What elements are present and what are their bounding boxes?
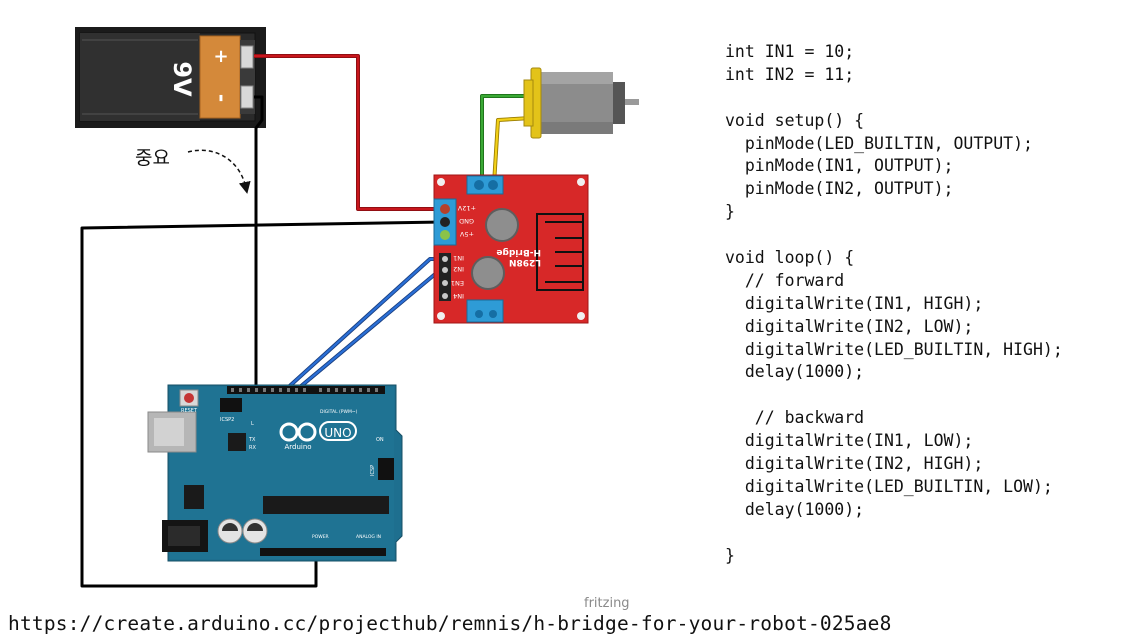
wire-black-loop [80, 220, 444, 588]
hbridge-title-h-bridge: H-Bridge [496, 247, 541, 257]
note-arrow [187, 149, 251, 194]
battery-plus-label: + [213, 46, 228, 67]
hbridge-title-l298n: L298N [509, 257, 541, 267]
hbridge-pin-12v: +12V [457, 204, 476, 212]
code-line: } [725, 545, 735, 565]
arduino-tx-label: TX [248, 437, 256, 443]
hbridge-pin-en1: EN1 [451, 279, 464, 287]
important-note: 중요 [135, 147, 170, 169]
arduino-uno: UNO Arduino RESET ICSP2 L TX RX ON ICSP … [147, 384, 403, 562]
arduino-brand-label: Arduino [284, 443, 311, 451]
code-line: digitalWrite(IN1, LOW); [725, 431, 974, 451]
code-line: digitalWrite(LED_BUILTIN, LOW); [725, 476, 1053, 496]
code-line: pinMode(LED_BUILTIN, OUTPUT); [725, 133, 1033, 153]
arduino-reset-label: RESET [181, 408, 198, 414]
battery-9v: + - 9V [75, 27, 266, 128]
code-line [725, 224, 1063, 247]
code-line: int IN1 = 10; [725, 42, 855, 61]
code-line: int IN2 = 11; [725, 64, 855, 84]
source-url: https://create.arduino.cc/projecthub/rem… [8, 612, 892, 635]
hbridge-pin-in1: IN1 [453, 254, 464, 262]
code-listing: int IN1 = 10; int IN2 = 11; void setup() {… [725, 41, 1063, 567]
arduino-rx-label: RX [249, 445, 256, 451]
code-line: digitalWrite(IN1, HIGH); [725, 293, 984, 313]
code-line [725, 87, 1063, 110]
arduino-digital-label: DIGITAL (PWM~) [320, 409, 358, 415]
code-line: delay(1000); [725, 362, 865, 382]
code-line: pinMode(IN2, OUTPUT); [725, 179, 954, 199]
hbridge-pin-5v: +5V [459, 230, 474, 238]
arduino-analog-label: ANALOG IN [356, 534, 381, 540]
hbridge-pin-in2: IN2 [453, 265, 464, 273]
arduino-l-label: L [251, 421, 254, 427]
code-line: } [725, 202, 735, 222]
hbridge-pin-gnd: GND [459, 217, 474, 225]
code-line: digitalWrite(IN2, LOW); [725, 316, 974, 336]
arduino-on-label: ON [376, 437, 384, 443]
code-line: digitalWrite(IN2, HIGH); [725, 454, 984, 474]
arduino-power-label: POWER [312, 534, 329, 540]
wire-yellow [492, 116, 532, 185]
code-line: // backward [725, 408, 865, 428]
hbridge-module: +12V GND +5V IN1 IN2 EN1 IN4 L298N H-Bri… [433, 174, 589, 324]
code-line: delay(1000); [725, 499, 865, 519]
battery-voltage-label: 9V [168, 61, 196, 97]
wire-black-gnd [254, 95, 264, 392]
fritzing-watermark: fritzing [584, 596, 630, 611]
wire-red [254, 54, 443, 211]
code-line: void loop() { [725, 248, 855, 268]
arduino-icsp2-label: ICSP2 [220, 417, 234, 423]
battery-minus-label: - [210, 94, 234, 102]
code-line [725, 384, 1063, 407]
arduino-logo [279, 421, 357, 442]
code-line: void setup() { [725, 110, 865, 130]
code-line: digitalWrite(LED_BUILTIN, HIGH); [725, 339, 1063, 359]
arduino-uno-label: UNO [324, 426, 351, 440]
wire-blue-in1 [281, 257, 445, 394]
code-line: pinMode(IN1, OUTPUT); [725, 156, 954, 176]
code-line [725, 522, 1063, 545]
arduino-icsp-label: ICSP [370, 465, 376, 476]
dc-motor [523, 67, 639, 139]
code-line: // forward [725, 270, 845, 290]
hbridge-pin-in4: IN4 [453, 292, 464, 300]
